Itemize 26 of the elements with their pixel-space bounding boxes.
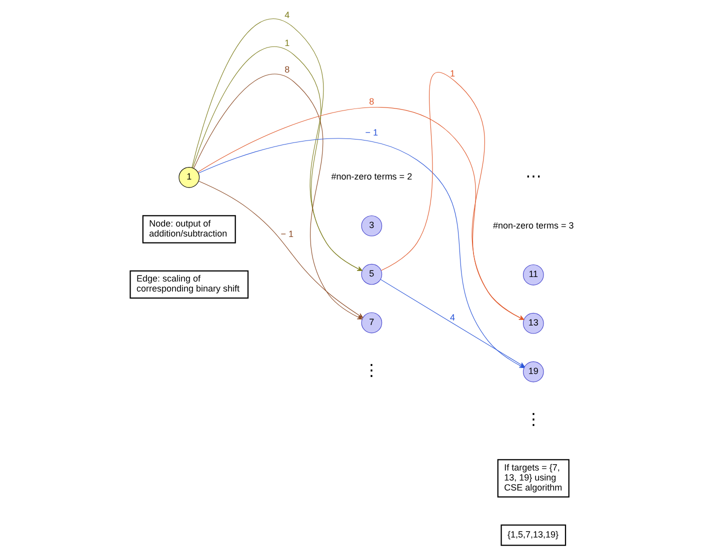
node-circle: 3 xyxy=(361,215,382,236)
node-box: If targets = {7, 13, 19} using CSE algorithm xyxy=(497,459,570,498)
node-circle: 11 xyxy=(522,264,544,286)
edge-label: 8 xyxy=(284,64,290,75)
node-box: Edge: scaling of corresponding binary shift xyxy=(130,270,249,299)
edge-label: − 1 xyxy=(365,128,378,138)
edge-label: 4 xyxy=(450,312,456,322)
label: ⋯ xyxy=(525,168,542,186)
label: ⋮ xyxy=(364,362,380,380)
node-box: {1,5,7,13,19} xyxy=(500,524,566,546)
arrow xyxy=(198,180,364,318)
node-circle: 19 xyxy=(522,361,544,382)
edge-label: 1 xyxy=(450,68,456,78)
label: ⋮ xyxy=(525,412,542,429)
node-circle: 5 xyxy=(361,264,382,285)
edge-label: 8 xyxy=(369,96,374,107)
node-circle: 13 xyxy=(522,312,544,334)
label: #non-zero terms = 2 xyxy=(331,172,412,182)
node-circle: 1 xyxy=(178,167,200,188)
edge-label: 4 xyxy=(284,10,290,20)
arrow xyxy=(380,72,524,320)
edge-label: 1 xyxy=(284,38,290,48)
node-box: Node: output of addition/subtraction xyxy=(142,215,236,244)
node-circle: 7 xyxy=(361,312,382,334)
label: #non-zero terms = 3 xyxy=(492,220,574,231)
edge-label: − 1 xyxy=(280,229,294,240)
